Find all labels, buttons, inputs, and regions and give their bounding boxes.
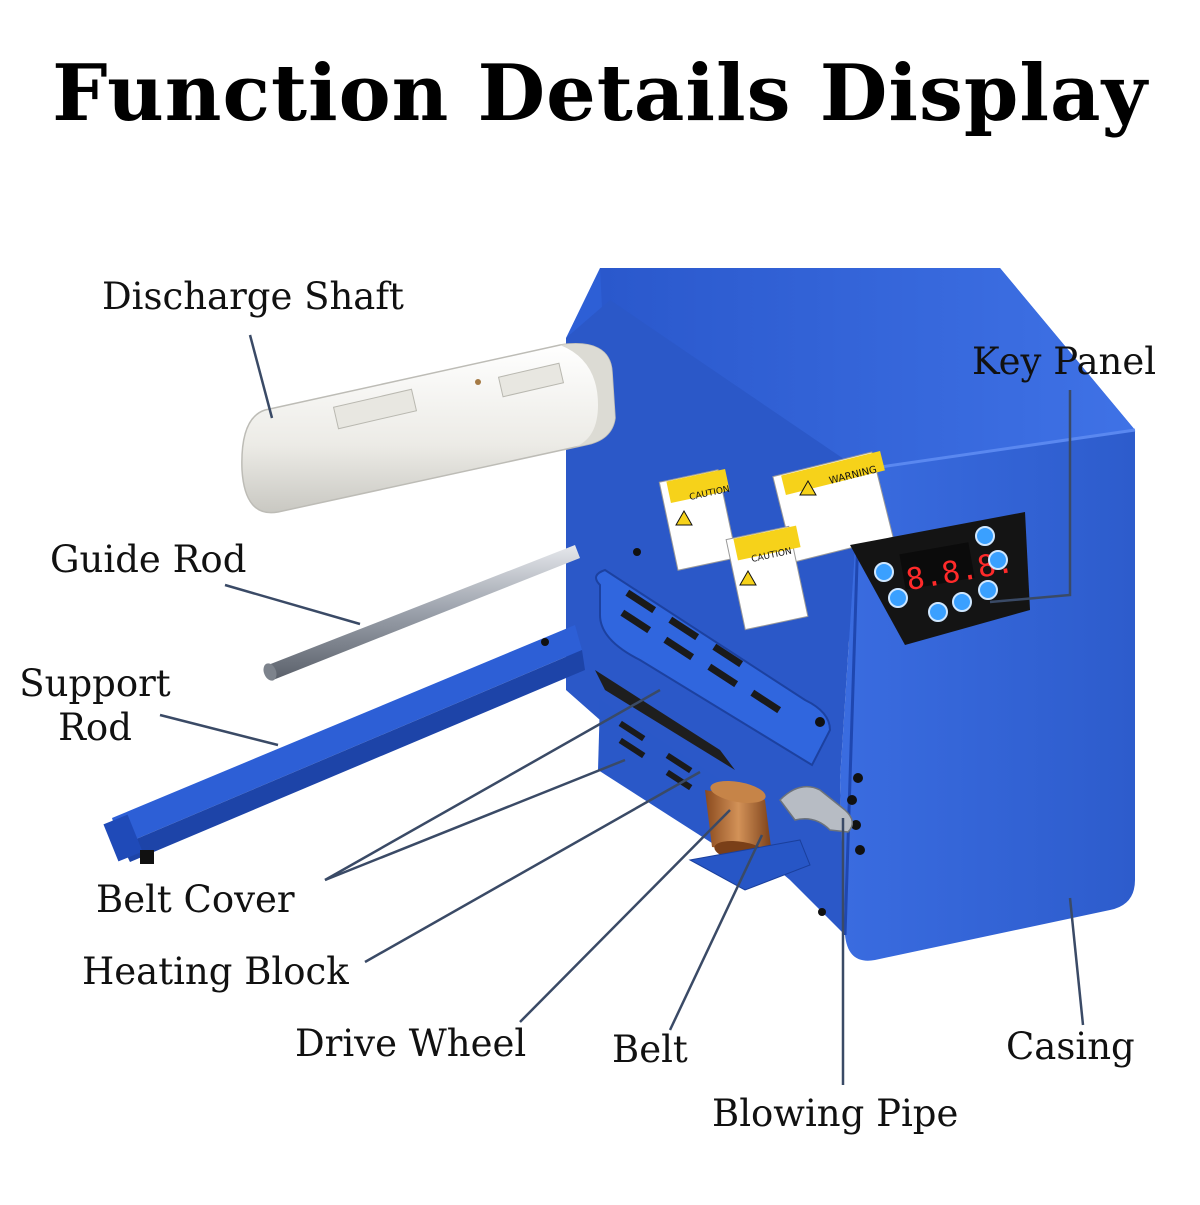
label-support-rod: Support Rod xyxy=(19,662,171,750)
caution-sticker-1: CAUTION xyxy=(658,469,738,571)
label-belt-cover: Belt Cover xyxy=(96,878,295,921)
key-panel: 8.8.8. xyxy=(850,512,1030,645)
page-title: Function Details Display xyxy=(52,48,1148,139)
leader-belt xyxy=(668,834,764,1031)
front-tray xyxy=(688,839,811,891)
leader-guide-rod xyxy=(224,583,361,626)
leader-belt-cover-2 xyxy=(324,758,626,882)
blowing-pipe xyxy=(779,785,854,833)
leader-key-panel xyxy=(989,390,1072,604)
support-rod xyxy=(103,625,585,864)
leader-support-rod xyxy=(159,713,279,747)
key-button-2 xyxy=(888,588,908,608)
leader-casing xyxy=(1068,897,1085,1026)
label-guide-rod: Guide Rod xyxy=(50,538,247,581)
leader-discharge-shaft xyxy=(248,334,274,419)
label-drive-wheel: Drive Wheel xyxy=(295,1022,527,1065)
label-discharge-shaft: Discharge Shaft xyxy=(102,275,404,318)
key-button-7 xyxy=(978,580,998,600)
belt-cover xyxy=(595,568,832,767)
leader-heating-block xyxy=(364,770,701,964)
leader-lines xyxy=(159,334,1085,1085)
key-button-6 xyxy=(988,550,1008,570)
leader-drive-wheel xyxy=(519,809,731,1023)
label-key-panel: Key Panel xyxy=(972,340,1157,383)
warning-sticker: WARNING xyxy=(772,450,894,563)
label-heating-block: Heating Block xyxy=(82,950,349,993)
guide-rod xyxy=(263,545,580,681)
key-button-3 xyxy=(928,602,948,622)
key-button-1 xyxy=(874,562,894,582)
caution-sticker-2: CAUTION xyxy=(725,525,809,631)
key-button-5 xyxy=(975,526,995,546)
discharge-shaft xyxy=(241,343,616,514)
label-casing: Casing xyxy=(1006,1025,1135,1068)
belt xyxy=(595,670,735,770)
label-blowing-pipe: Blowing Pipe xyxy=(712,1092,959,1135)
heating-block xyxy=(598,700,720,845)
label-belt: Belt xyxy=(612,1028,688,1071)
leader-belt-cover-1 xyxy=(324,688,661,882)
key-button-4 xyxy=(952,592,972,612)
